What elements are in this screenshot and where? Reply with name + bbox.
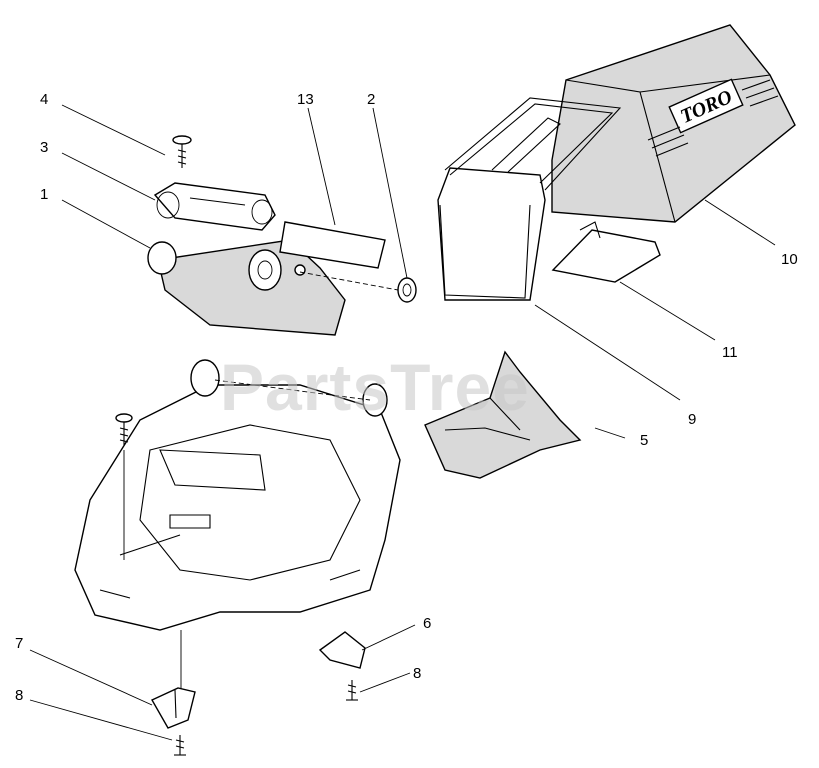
bottom-bracket[interactable] — [151, 687, 196, 729]
leader-lines — [29, 104, 776, 741]
callout-11: 11 — [722, 344, 738, 361]
screw-top[interactable] — [172, 135, 192, 168]
callout-5: 5 — [640, 432, 648, 449]
callout-3: 3 — [40, 139, 48, 156]
callout-10: 10 — [781, 251, 798, 268]
callout-7: 7 — [15, 635, 23, 652]
callout-8-bottom: 8 — [15, 687, 23, 704]
side-screw[interactable] — [346, 680, 358, 701]
callout-8-side: 8 — [413, 665, 421, 682]
rear-chute[interactable] — [424, 350, 582, 479]
decal[interactable] — [279, 221, 386, 269]
callout-labels: 4 3 1 13 2 10 11 9 5 6 8 7 8 — [15, 91, 798, 704]
callout-6: 6 — [423, 615, 431, 632]
mower-deck[interactable] — [74, 359, 401, 631]
watermark: PartsTree — [220, 350, 530, 424]
axle-bracket[interactable] — [147, 239, 346, 336]
cover-plate[interactable] — [153, 182, 276, 231]
callout-1: 1 — [40, 186, 48, 203]
assembly-line — [299, 271, 399, 291]
side-bracket[interactable] — [318, 631, 366, 669]
deflector-plate[interactable] — [551, 221, 661, 283]
callout-13: 13 — [297, 91, 314, 108]
callout-9: 9 — [688, 411, 696, 428]
bottom-screw[interactable] — [174, 735, 186, 756]
grass-bag[interactable]: TORO — [551, 24, 796, 223]
callout-4: 4 — [40, 91, 48, 108]
deck-screw[interactable] — [115, 413, 133, 445]
callout-2: 2 — [367, 91, 375, 108]
retaining-ring[interactable] — [397, 277, 417, 303]
bag-frame[interactable] — [437, 97, 622, 301]
